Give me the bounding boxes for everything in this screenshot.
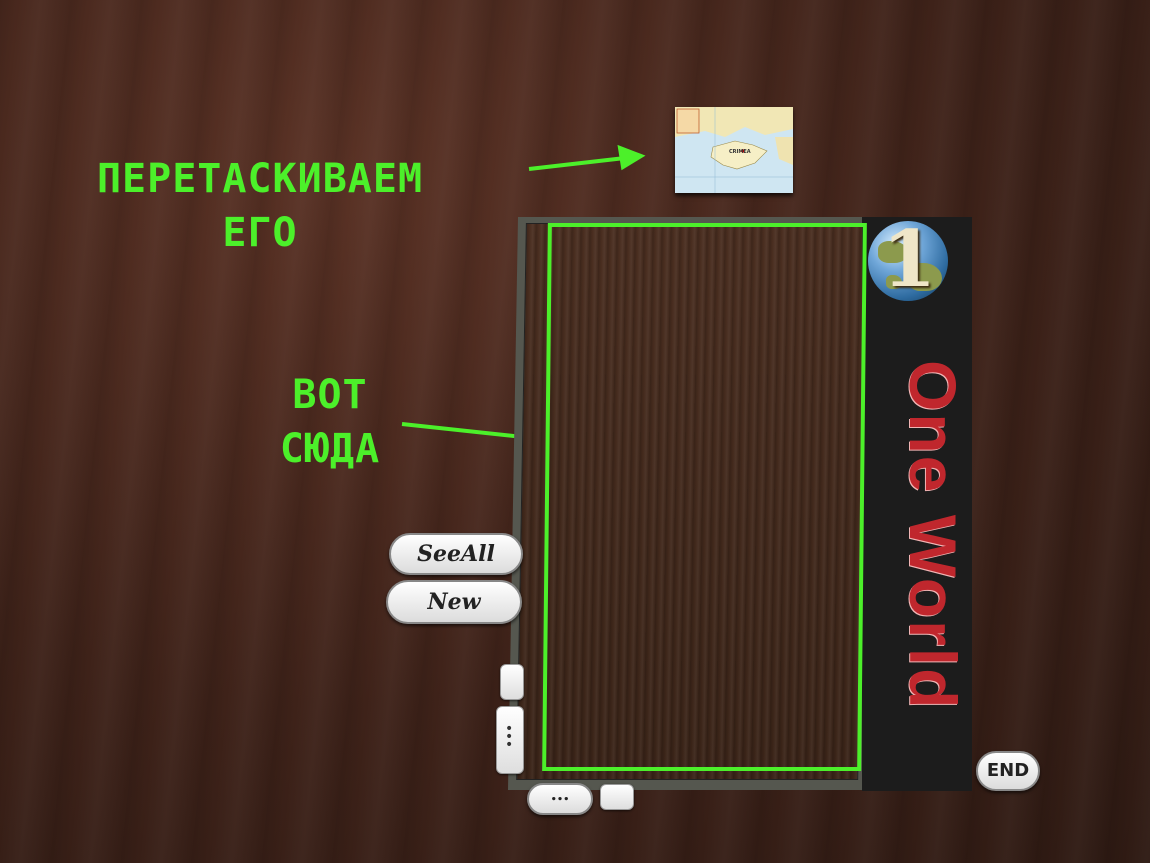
end-button[interactable]: END <box>976 751 1040 791</box>
annotation-drag-line2: ЕГО <box>222 210 298 256</box>
new-button[interactable]: New <box>386 580 522 624</box>
annotation-drag: ПЕРЕТАСКИВАЕМ ЕГО <box>60 152 460 260</box>
small-button-2[interactable]: ••• <box>496 706 524 774</box>
crimea-map-card[interactable]: CRIMEA <box>675 107 793 193</box>
small-button-3[interactable] <box>600 784 634 810</box>
annotation-drag-line1: ПЕРЕТАСКИВАЕМ <box>96 156 424 202</box>
brand-title: One World <box>896 360 970 711</box>
globe-icon <box>868 221 948 301</box>
annotation-drop-line1: ВОТ <box>292 372 368 418</box>
vertical-dots-icon: ••• <box>505 721 514 753</box>
map-icon <box>675 107 793 193</box>
see-all-button[interactable]: SeeAll <box>389 533 523 575</box>
more-button[interactable]: ... <box>527 783 593 815</box>
new-label: New <box>427 589 481 615</box>
small-button-1[interactable] <box>500 664 524 700</box>
drop-zone-outline <box>542 223 867 771</box>
side-panel <box>862 217 972 791</box>
arrow-to-card <box>528 144 646 171</box>
see-all-label: SeeAll <box>417 541 495 567</box>
more-label: ... <box>550 784 570 805</box>
end-label: END <box>986 760 1030 781</box>
map-label: CRIMEA <box>729 149 751 155</box>
badge-number: 1 <box>882 214 937 305</box>
annotation-drop: ВОТ СЮДА <box>250 368 410 476</box>
annotation-drop-line2: СЮДА <box>279 426 381 472</box>
